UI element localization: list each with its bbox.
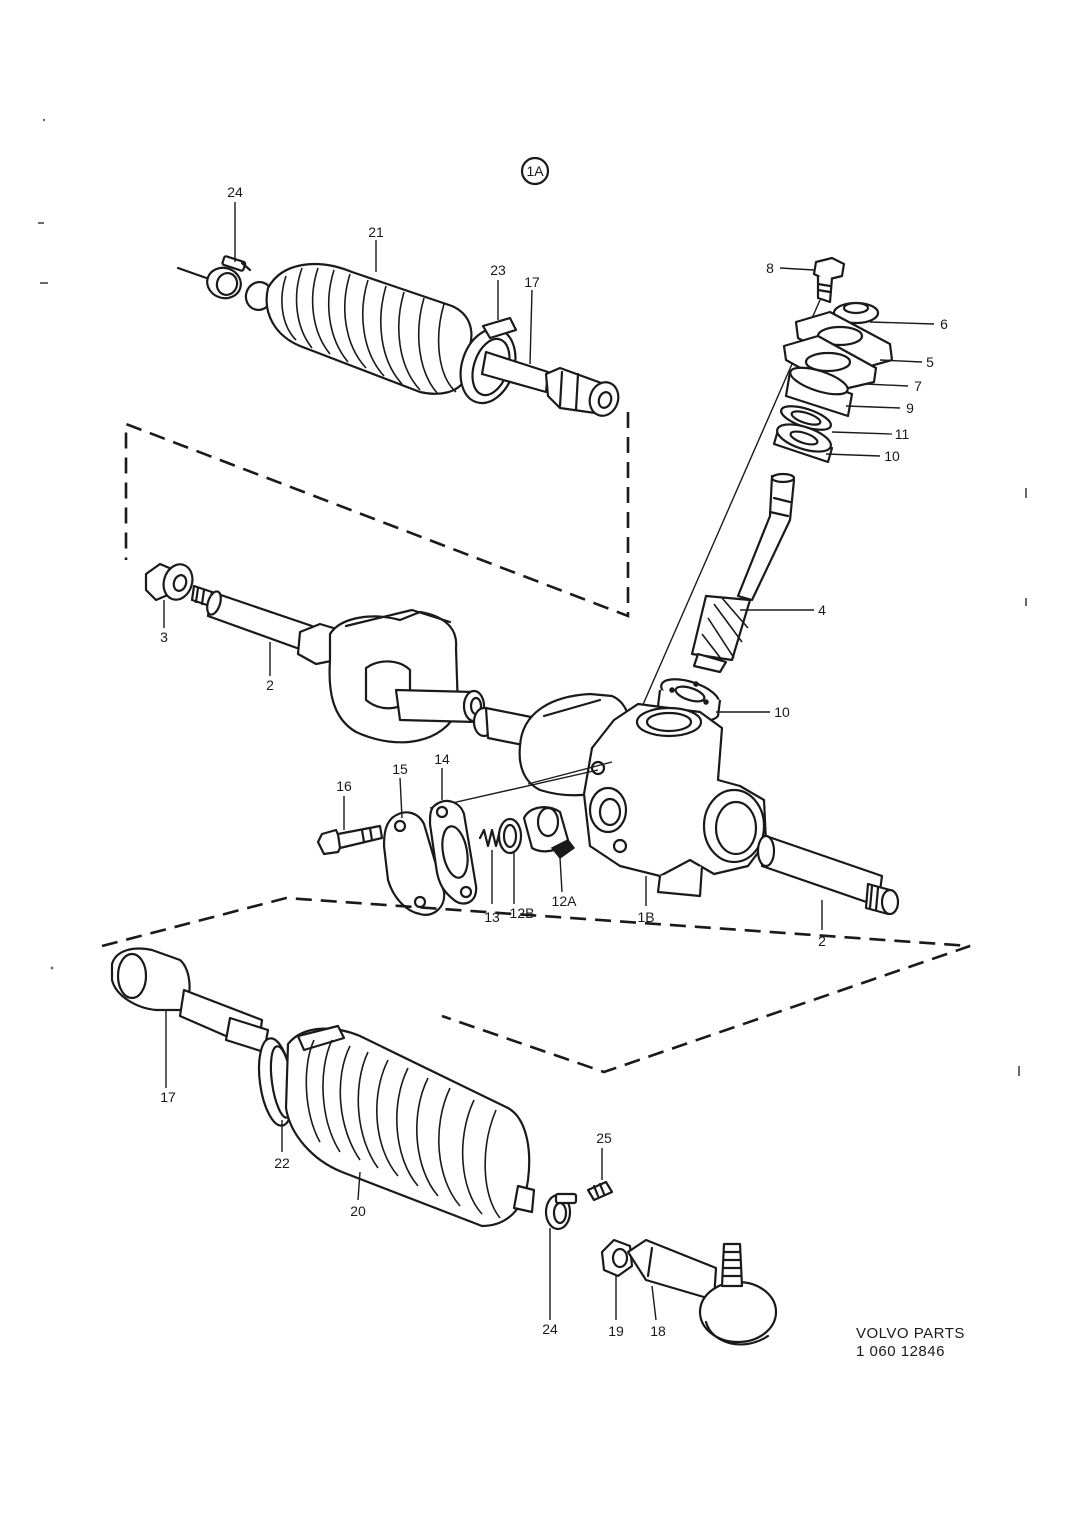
rack-assembly: [144, 562, 900, 916]
callout-17-top: 17: [524, 274, 540, 290]
footer-part-number: 1 060 12846: [856, 1343, 945, 1360]
callout-4: 4: [818, 602, 826, 618]
callout-13: 13: [484, 909, 500, 925]
callout-2-left: 2: [266, 677, 274, 693]
top-bellows-assembly: [176, 255, 620, 417]
callout-25: 25: [596, 1130, 612, 1146]
dashed-connection-bottom: [101, 896, 971, 1074]
callout-2-right: 2: [818, 933, 826, 949]
publisher-footer: VOLVO PARTS 1 060 12846: [856, 1325, 965, 1360]
callout-1b: 1B: [637, 909, 654, 925]
callout-20: 20: [350, 1203, 366, 1219]
callout-12a: 12A: [552, 893, 578, 909]
callout-12b: 12B: [510, 905, 535, 921]
callout-14: 14: [434, 751, 450, 767]
scan-specks: [38, 118, 1027, 1076]
bolt-16: [316, 824, 384, 856]
callout-21: 21: [368, 224, 384, 240]
callout-24-bottom: 24: [542, 1321, 558, 1337]
pinion-assembly: [637, 256, 894, 723]
callout-22: 22: [274, 1155, 290, 1171]
leader-lines: [163, 202, 935, 1321]
callout-9: 9: [906, 400, 914, 416]
bolt-8: [812, 256, 846, 304]
callout-6: 6: [940, 316, 948, 332]
callout-23: 23: [490, 262, 506, 278]
callout-10-top: 10: [884, 448, 900, 464]
callout-15: 15: [392, 761, 408, 777]
callout-16: 16: [336, 778, 352, 794]
callout-7: 7: [914, 378, 922, 394]
callout-19: 19: [608, 1323, 624, 1339]
hose-clamp-top: [206, 255, 252, 300]
callout-10-mid: 10: [774, 704, 790, 720]
callout-11: 11: [895, 426, 910, 442]
adjuster-parts: [316, 799, 576, 916]
footer-brand: VOLVO PARTS: [856, 1325, 965, 1342]
callout-5: 5: [926, 354, 934, 370]
callout-17-bottom: 17: [160, 1089, 176, 1105]
callout-8: 8: [766, 260, 774, 276]
callout-3: 3: [160, 629, 168, 645]
callout-18: 18: [650, 1323, 666, 1339]
rod-end-3: [144, 562, 194, 602]
figure-id-badge: 1A: [520, 156, 550, 186]
bottom-bellows-assembly: [110, 947, 778, 1346]
callout-24-top: 24: [227, 184, 243, 200]
figure-id-label: 1A: [526, 163, 544, 179]
dashed-connection-top: [124, 412, 630, 618]
callout-labels: 24 21 23 17 8 6 5 7 9 11 10 4 10 3 2 16 …: [160, 184, 948, 1339]
